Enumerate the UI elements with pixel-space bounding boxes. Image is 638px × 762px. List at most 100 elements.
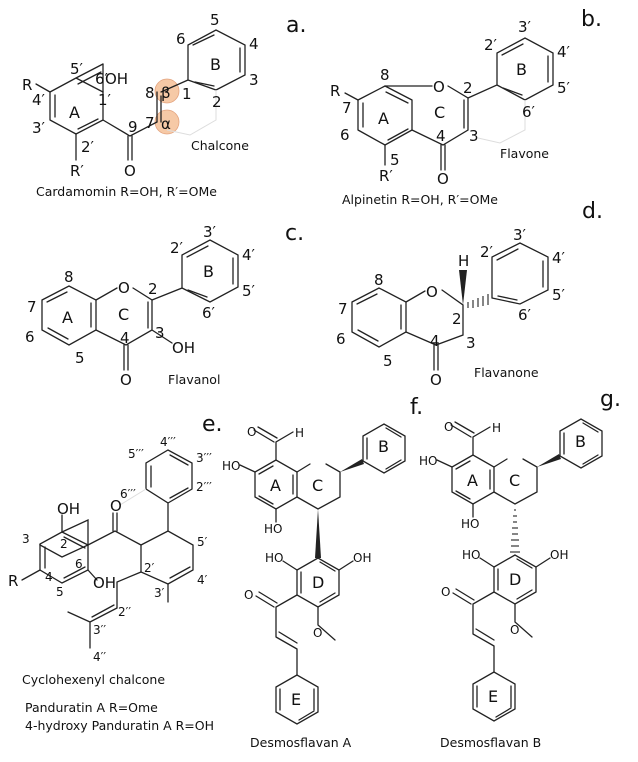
atom-3: 3 [249,71,259,89]
r-label: R [8,572,18,590]
ring-b-double-bonds [366,427,402,470]
atom-3doubleprime: 3′′ [93,623,106,637]
ring-e-double-bonds [476,685,512,718]
ring-b-label: B [575,432,586,451]
panel-f-letter: f. [410,395,423,420]
atom-6prime: 6′ [202,304,216,322]
ring-b-bonds [151,239,239,303]
atom-6: 6 [340,126,350,144]
atom-3tripleprime: 3′′′ [196,451,212,465]
ring-a-label: A [467,471,478,490]
ring-c-bonds [493,458,538,505]
atom-5: 5 [383,352,393,370]
panel-d-flavanone: d. O O H 2 3 4 5 6 7 8 2′ 3′ 4′ 5′ 6′ Fl… [336,199,603,389]
panel-a-chalcone: a. OH R R′ O A B β α 1′ 2′ 3′ 4′ 5′ 6′ 1 [22,11,306,199]
ring-c-label: C [118,305,129,324]
atom-1: 1 [182,85,192,103]
compound-caption-desmosflavan-b: Desmosflavan B [440,735,541,750]
panel-c-letter: c. [285,221,304,246]
atom-5: 5 [210,11,220,29]
atom-4prime: 4′ [242,246,256,264]
alpha-label: α [161,115,171,133]
atom-2: 2 [452,310,462,328]
panel-g-desmosflavan-b: g. O H HO HO HO OH O O A B C D [419,387,621,750]
aldehyde-bonds [450,421,491,456]
ring-b-bonds [559,418,603,469]
ring-a-label: A [69,103,80,122]
ring-a-bonds [351,287,407,348]
atom-6: 6 [176,30,186,48]
ring-e-double-bonds [279,688,315,721]
aldehyde-o-label: O [247,425,256,439]
atom-6: 6 [25,328,35,346]
ring-b-bonds [467,37,554,101]
ring-a-oh-bonds [239,464,277,523]
class-caption-chalcone: Chalcone [191,138,249,153]
ring-a-double-bonds [46,291,92,340]
ho-label-7: HO [419,454,437,468]
atom-5: 5 [75,349,85,367]
oh-label-2: OH [93,574,116,592]
atom-6tripleprime: 6′′′ [120,487,136,501]
atom-5prime: 5′ [197,535,208,549]
atom-7: 7 [342,99,352,117]
panel-c-flavanol: c. O O OH A B C 2 3 4 5 6 7 8 2′ 3′ 4′ 5… [25,221,304,389]
atom-6: 6 [75,557,83,571]
cyclohexene-bonds [140,530,194,585]
aldehyde-o-label: O [444,420,453,434]
atom-2: 2 [463,79,473,97]
ho-label-7: HO [222,459,240,473]
prenyl-bonds [67,604,118,649]
ho-label-d1: HO [265,551,283,565]
r-prime-label: R′ [379,167,393,185]
r-label: R [22,76,32,94]
panel-e-letter: e. [202,412,223,437]
atom-6: 6 [336,330,346,348]
ring-c-bonds [95,287,173,371]
carbonyl-bonds [87,512,142,546]
aldehyde-bonds [253,426,294,461]
atom-9: 9 [128,118,138,136]
atom-3prime: 3′ [513,226,527,244]
atom-6prime: 6′ [518,306,532,324]
atom-5: 5 [390,151,400,169]
methyl-prenyl-bonds [116,571,169,609]
atom-3prime: 3′ [203,223,217,241]
atom-3prime: 3′ [154,586,165,600]
ring-d-substituent-bonds [479,557,551,638]
aldehyde-h-label: H [492,421,501,435]
substituent-bonds [344,92,386,166]
atom-5prime: 5′ [557,79,571,97]
example-caption-4-hydroxy-panduratin-a: 4-hydroxy Panduratin A R=OH [25,718,214,733]
ring-c-label: C [434,103,445,122]
ring-b-label: B [378,437,389,456]
ring-a-double-bonds [362,91,409,141]
atom-5prime: 5′ [70,60,84,78]
panel-d-letter: d. [582,199,603,224]
carbonyl-o-label: O [124,162,136,180]
example-caption-cardamomin: Cardamomin R=OH, R′=OMe [36,184,217,199]
atom-7: 7 [338,300,348,318]
atom-2prime: 2′ [144,561,155,575]
methoxy-o-label: O [510,623,519,637]
hashed-bond-ring-d [510,509,520,553]
panel-b-letter: b. [581,7,602,32]
atom-4doubleprime: 4′′ [93,650,106,664]
enone-bonds [255,591,298,676]
atom-2: 2 [148,280,158,298]
aldehyde-h-label: H [295,426,304,440]
beta-label: β [161,84,171,102]
atom-4prime: 4′ [32,91,46,109]
ketone-o-label: O [441,585,450,599]
ring-e-bonds [275,674,319,725]
faint-guide-line [119,488,147,506]
class-caption-flavanone: Flavanone [474,365,539,380]
atom-4: 4 [45,570,53,584]
ring-a-double-bonds [54,71,102,130]
oh-label-d2: OH [550,548,568,562]
atom-2doubleprime: 2′′ [118,605,131,619]
ring-b-bonds [362,423,406,474]
atom-6prime: 6′ [95,70,109,88]
wedge-bond-ring-b [537,454,561,467]
